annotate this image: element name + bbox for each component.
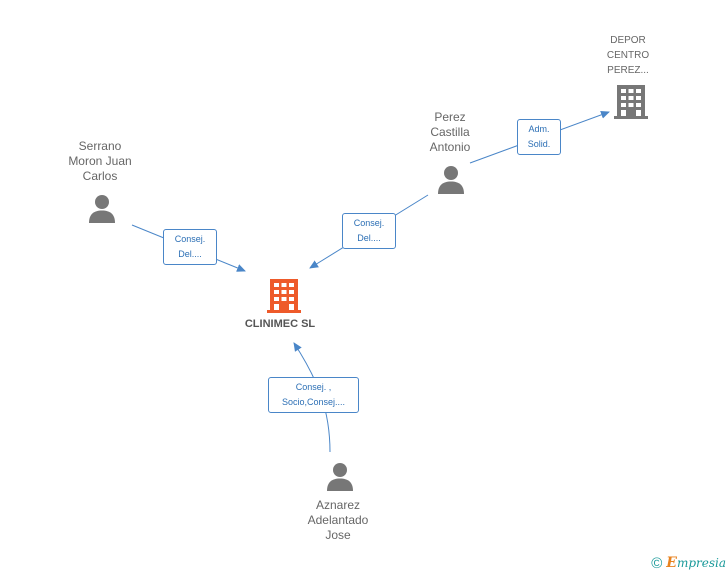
serrano-person-icon[interactable] xyxy=(87,194,117,229)
perez-person-icon[interactable] xyxy=(436,165,466,200)
main-company-label[interactable]: CLINIMEC SL xyxy=(244,318,316,330)
serrano-label[interactable]: Serrano Moron Juan Carlos xyxy=(68,139,132,183)
aznarez-person-icon[interactable] xyxy=(325,462,355,497)
main-company-building-icon[interactable] xyxy=(267,277,301,318)
copyright-icon: © xyxy=(651,554,663,572)
depor-centro-building-icon[interactable] xyxy=(614,83,648,124)
edge-label-perez-depor[interactable]: Adm. Solid. xyxy=(517,119,561,155)
edge-label-perez-main[interactable]: Consej. Del.... xyxy=(342,213,396,249)
depor-centro-label[interactable]: DEPOR CENTRO PEREZ... xyxy=(606,35,650,76)
brand-footer: © Empresia xyxy=(651,555,726,571)
empresia-logo[interactable]: Empresia xyxy=(666,555,726,571)
aznarez-label[interactable]: Aznarez Adelantado Jose xyxy=(307,498,369,542)
perez-label[interactable]: Perez Castilla Antonio xyxy=(429,110,471,154)
edge-label-aznarez[interactable]: Consej. , Socio,Consej.... xyxy=(268,377,359,413)
edge-label-serrano[interactable]: Consej. Del.... xyxy=(163,229,217,265)
